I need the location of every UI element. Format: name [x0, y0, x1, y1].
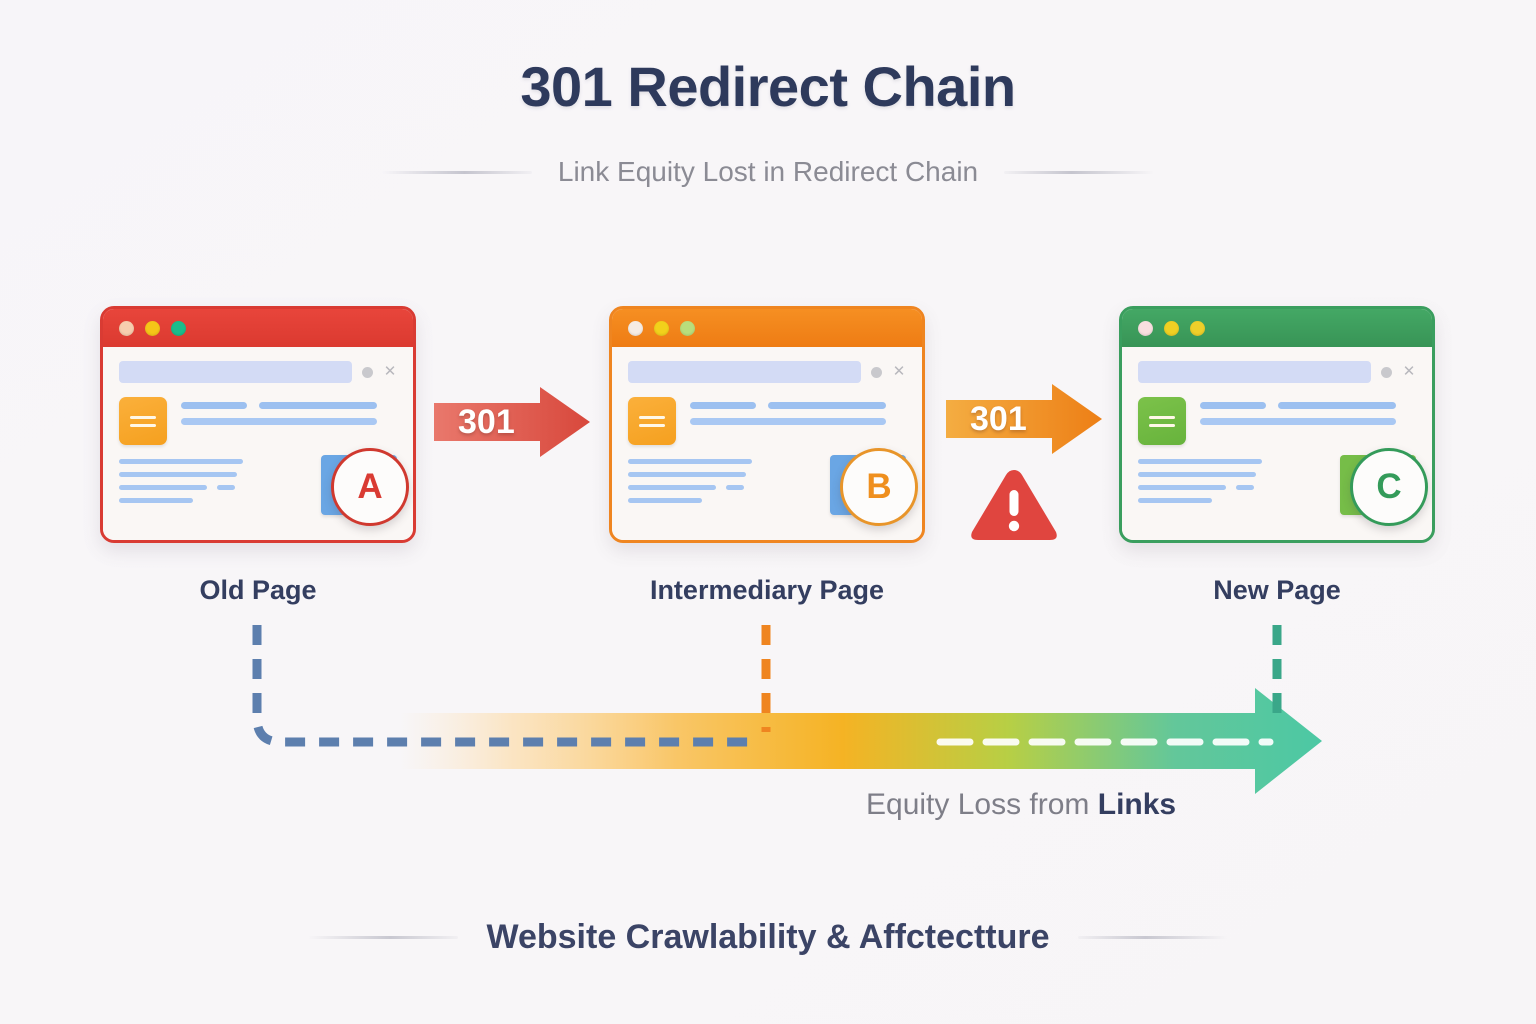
circle-icon [871, 366, 882, 378]
content-lines-top [690, 397, 906, 445]
page-badge: C [1350, 448, 1428, 526]
window-dot-2 [654, 320, 669, 336]
page-subtitle: Link Equity Lost in Redirect Chain [557, 156, 979, 187]
window-dot-2 [1164, 320, 1179, 336]
redirect-arrow-label: 301 [458, 402, 515, 441]
arrow-right-icon [434, 387, 590, 457]
arrow-right-icon [946, 384, 1102, 454]
content-lines-top [1200, 397, 1416, 445]
equity-loss-flow [252, 625, 1322, 794]
circle-icon [1381, 366, 1392, 378]
content-top-row [1138, 397, 1416, 445]
equity-caption-regular: Equity Loss from [866, 788, 1098, 821]
content-lines-top [181, 397, 397, 445]
content-top-row [628, 397, 906, 445]
url-row: ✕ [1138, 361, 1416, 383]
footer-divider-left [308, 936, 459, 939]
url-bar[interactable] [1138, 361, 1371, 383]
close-icon[interactable]: ✕ [383, 363, 397, 380]
window-dot-1 [119, 320, 134, 336]
browser-titlebar [1122, 309, 1432, 347]
footer-divider-right [1077, 936, 1228, 939]
redirect-arrow-label: 301 [970, 399, 1027, 438]
browser-titlebar [103, 309, 413, 347]
equity-gradient-arrow [400, 688, 1322, 794]
page-badge: A [331, 448, 409, 526]
redirect-arrow-2: 301 [944, 382, 1104, 456]
card-label-old-page: Old Page [199, 575, 317, 605]
subtitle-row: Link Equity Lost in Redirect Chain [0, 156, 1536, 188]
browser-content: ✕ C [1122, 347, 1432, 540]
window-dot-3 [680, 320, 695, 336]
subtitle-divider-left [381, 170, 532, 174]
url-row: ✕ [628, 361, 906, 383]
url-bar[interactable] [119, 361, 352, 383]
content-top-row [119, 397, 397, 445]
equity-loss-caption: Equity Loss from Links [866, 788, 1176, 822]
list-thumbnail-icon [628, 397, 676, 445]
window-dot-2 [145, 320, 160, 336]
page-title: 301 Redirect Chain [520, 55, 1016, 118]
window-dot-1 [1138, 320, 1153, 336]
content-lines-bottom [1138, 455, 1324, 511]
close-icon[interactable]: ✕ [892, 363, 906, 380]
warning-triangle-icon [968, 466, 1060, 544]
equity-caption-bold: Links [1097, 788, 1177, 821]
url-bar[interactable] [628, 361, 861, 383]
content-lines-bottom [119, 455, 305, 511]
browser-card-intermediary-page[interactable]: ✕ B [609, 306, 925, 543]
browser-card-old-page[interactable]: ✕ A [100, 306, 416, 543]
content-lines-bottom [628, 455, 814, 511]
window-dot-1 [628, 320, 643, 336]
list-thumbnail-icon [1138, 397, 1186, 445]
card-label-new-page: New Page [1213, 575, 1341, 605]
browser-content: ✕ B [612, 347, 922, 540]
redirect-arrow-1: 301 [432, 385, 592, 459]
url-row: ✕ [119, 361, 397, 383]
card-label-intermediary-page: Intermediary Page [649, 575, 885, 605]
window-dot-3 [1190, 320, 1205, 336]
close-icon[interactable]: ✕ [1402, 363, 1416, 380]
browser-card-new-page[interactable]: ✕ C [1119, 306, 1435, 543]
page-badge: B [840, 448, 918, 526]
browser-content: ✕ A [103, 347, 413, 540]
browser-titlebar [612, 309, 922, 347]
circle-icon [362, 366, 373, 378]
footer-row: Website Crawlability & Affctectture [0, 918, 1536, 957]
list-thumbnail-icon [119, 397, 167, 445]
window-dot-3 [171, 320, 186, 336]
connector-old-page [252, 625, 760, 747]
footer-text: Website Crawlability & Affctectture [486, 918, 1050, 956]
subtitle-divider-right [1004, 170, 1155, 174]
